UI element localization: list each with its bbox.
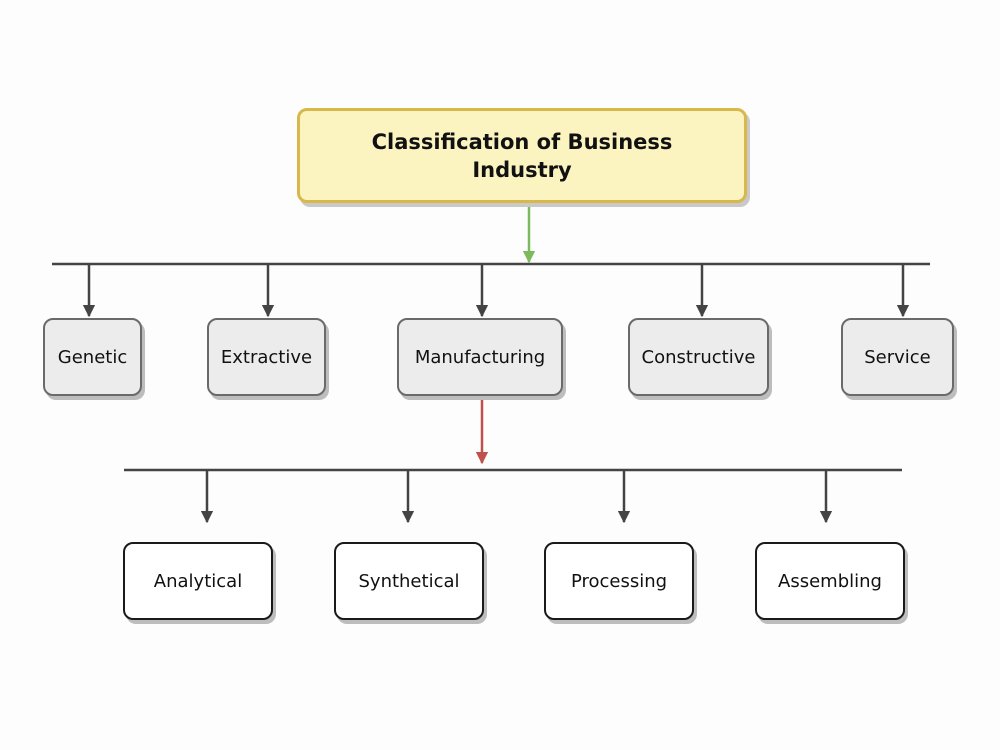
manufacturing-node-assembling: Assembling [755, 542, 905, 620]
manufacturing-node-analytical: Analytical [123, 542, 273, 620]
category-label-constructive: Constructive [641, 346, 756, 368]
manufacturing-node-synthetical: Synthetical [334, 542, 484, 620]
category-label-genetic: Genetic [57, 346, 128, 368]
category-node-manufacturing: Manufacturing [397, 318, 563, 396]
manufacturing-label-synthetical: Synthetical [358, 570, 460, 592]
root-node: Classification of Business Industry [297, 108, 747, 203]
category-node-genetic: Genetic [43, 318, 142, 396]
category-label-service: Service [864, 346, 931, 368]
manufacturing-label-assembling: Assembling [778, 570, 882, 592]
category-node-extractive: Extractive [207, 318, 326, 396]
manufacturing-node-processing: Processing [544, 542, 694, 620]
manufacturing-label-processing: Processing [570, 570, 668, 592]
category-label-extractive: Extractive [220, 346, 313, 368]
category-label-manufacturing: Manufacturing [414, 346, 546, 368]
category-node-constructive: Constructive [628, 318, 769, 396]
root-node-label: Classification of Business Industry [371, 129, 673, 182]
manufacturing-label-analytical: Analytical [153, 570, 243, 592]
category-node-service: Service [841, 318, 954, 396]
